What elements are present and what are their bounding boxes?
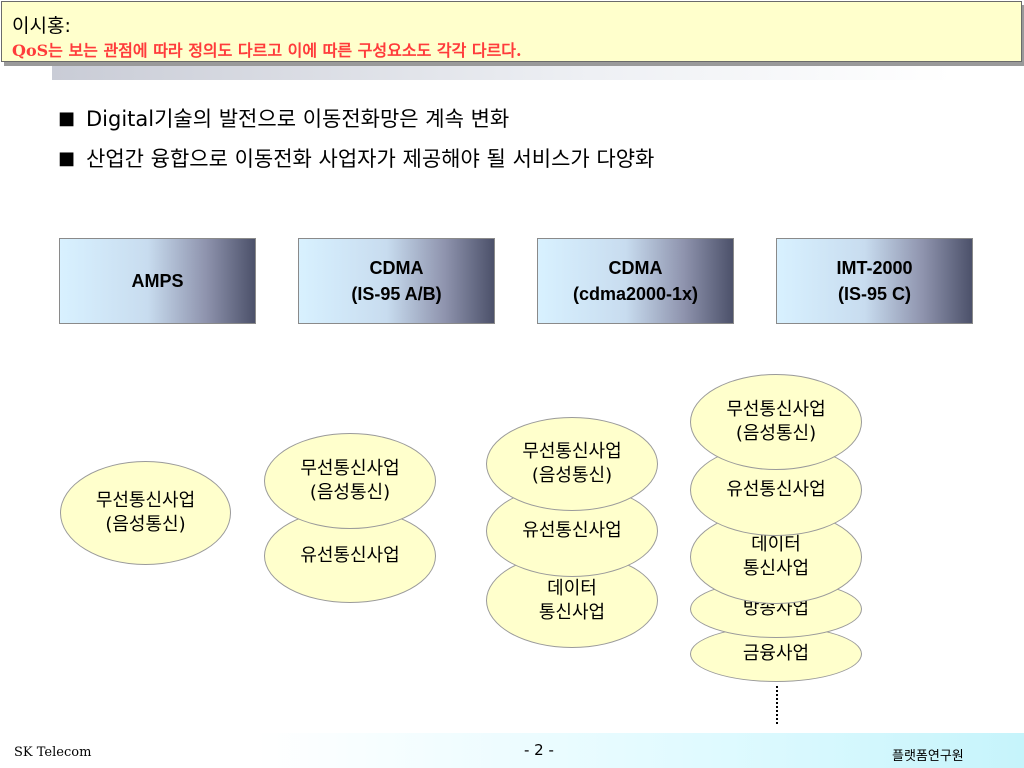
service-label: 유선통신사업 [300,545,400,566]
service-sublabel: (음성통신) [531,465,613,486]
service-label: 무선통신사업 [95,490,196,511]
generation-name: IMT-2000 [836,258,913,278]
comment-popup[interactable]: 이시홍: QoS는 보는 관점에 따라 정의도 다르고 이에 따른 구성요소도 … [1,1,1022,62]
bullet-text: Digital기술의 발전으로 이동전화망은 계속 변화 [86,107,510,131]
page-number: - 2 - [524,741,554,759]
generation-standard: (cdma2000-1x) [572,284,699,304]
service-label: 유선통신사업 [726,479,826,500]
service-label: 방송사업 [742,598,810,619]
bullet-item: ■ Digital기술의 발전으로 이동전화망은 계속 변화 [58,103,509,133]
generation-box-amps: AMPS [59,238,256,324]
service-oval-wireless: 무선통신사업 (음성통신) [486,417,658,511]
generation-standard: (IS-95 C) [837,284,911,304]
comment-author: 이시홍: [12,15,71,37]
service-label: 유선통신사업 [522,520,622,541]
service-oval-wired: 유선통신사업 [264,509,436,603]
generation-box-cdma-is95ab: CDMA (IS-95 A/B) [298,238,495,324]
service-sublabel: 통신사업 [538,601,606,623]
service-oval-wireless: 무선통신사업 (음성통신) [60,461,231,565]
slide-footer: SK Telecom - 2 - 플랫폼연구원 [0,733,1024,768]
generation-box-imt2000: IMT-2000 (IS-95 C) [776,238,973,324]
bullet-item: ■ 산업간 융합으로 이동전화 사업자가 제공해야 될 서비스가 다양화 [58,143,654,173]
service-label: 무선통신사업 [522,441,622,462]
continuation-dots [776,686,778,724]
square-bullet-icon: ■ [58,107,76,129]
generation-standard: (IS-95 A/B) [351,284,442,304]
service-label: 데이터 [751,534,801,555]
service-label: 무선통신사업 [300,458,400,479]
service-oval-wireless: 무선통신사업 (음성통신) [264,433,436,529]
slide-title-band [52,58,952,80]
comment-text: QoS는 보는 관점에 따라 정의도 다르고 이에 따른 구성요소도 각각 다르… [12,41,522,60]
service-label: 데이터 [547,577,597,599]
service-label: 무선통신사업 [726,399,826,420]
generation-name: CDMA [608,258,663,278]
square-bullet-icon: ■ [58,147,76,169]
footer-lab: 플랫폼연구원 [892,749,964,764]
bullet-text: 산업간 융합으로 이동전화 사업자가 제공해야 될 서비스가 다양화 [86,147,655,171]
service-sublabel: 통신사업 [742,558,810,579]
service-oval-wireless: 무선통신사업 (음성통신) [690,374,862,470]
footer-company: SK Telecom [14,745,92,760]
service-sublabel: (음성통신) [309,482,391,503]
service-sublabel: (음성통신) [105,514,186,535]
service-label: 금융사업 [742,643,810,664]
generation-name: AMPS [131,271,184,291]
service-sublabel: (음성통신) [735,423,817,444]
generation-box-cdma2000: CDMA (cdma2000-1x) [537,238,734,324]
generation-name: CDMA [369,258,424,278]
